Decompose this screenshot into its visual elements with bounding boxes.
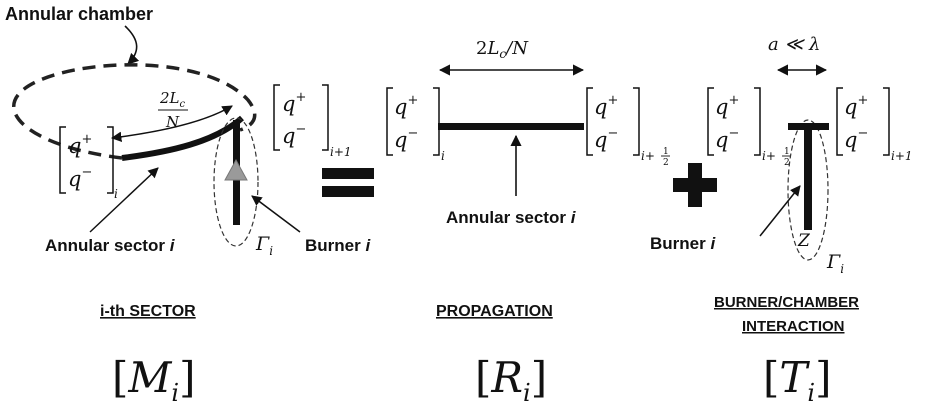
burner-right-head [788, 123, 829, 130]
svg-text:i+: i+ [762, 149, 776, 163]
svg-text:q+: q+ [68, 132, 92, 158]
burner-label-left: Burner i [305, 236, 371, 255]
equals-sign [322, 168, 374, 197]
svg-text:i: i [441, 149, 445, 163]
annular-chamber-label: Annular chamber [5, 4, 153, 24]
svg-text:i+1: i+1 [330, 145, 352, 159]
burner-right-stem [804, 128, 812, 230]
burner-left-flame-icon [224, 158, 248, 181]
heading-interaction-line1: BURNER/CHAMBER [714, 294, 859, 311]
svg-text:q−: q− [394, 126, 418, 152]
svg-text:i: i [114, 187, 118, 201]
sector-length-numerator: 2Lc [159, 89, 186, 110]
annular-sector-arc [121, 115, 244, 161]
svg-text:1: 1 [784, 147, 790, 157]
impedance-z: Z [797, 231, 811, 251]
sector-length-denominator: N [165, 113, 180, 131]
panel-sector: Annular chamber 2Lc N Γi q+ q− i q+ q− [5, 4, 371, 407]
matrix-t-i: [Ti] [763, 353, 831, 407]
propagation-length-label: 2Lc/N [476, 38, 529, 61]
vector-q-i-half-mid: q+ q− i+ 1 2 [586, 87, 670, 168]
burner-pointer-arrow-left [251, 195, 301, 233]
gamma-right: Γi [826, 251, 844, 276]
svg-text:q−: q− [68, 165, 92, 191]
svg-text:q+: q+ [715, 93, 739, 119]
chamber-pointer-arrow [124, 25, 140, 65]
heading-sector: i-th SECTOR [100, 303, 196, 320]
heading-propagation: PROPAGATION [436, 303, 553, 320]
compactness-label: a ≪ λ [768, 34, 820, 55]
heading-interaction-line2: INTERACTION [742, 318, 845, 335]
annular-chamber-dashed-outline [12, 63, 257, 160]
sector-length-arrow [110, 105, 233, 143]
svg-text:q+: q+ [844, 93, 868, 119]
matrix-m-i: [Mi] [112, 353, 195, 407]
svg-text:1: 1 [663, 147, 669, 157]
burner-label-right: Burner i [650, 234, 716, 253]
panel-interaction: a ≪ λ q+ q− i+ 1 2 Z Γi q+ q− i+1 Burner… [650, 34, 913, 407]
svg-text:q+: q+ [594, 93, 618, 119]
svg-text:i+: i+ [641, 149, 655, 163]
plus-sign [673, 163, 717, 207]
svg-text:2: 2 [663, 158, 669, 168]
sector-pointer-arrow [89, 167, 159, 233]
vector-q-i-mid: q+ q− i [386, 87, 445, 163]
svg-text:q−: q− [594, 126, 618, 152]
annular-sector-label-left: Annular sector i [45, 236, 176, 255]
annular-sector-label-mid: Annular sector i [446, 208, 577, 227]
vector-q-i-half-right: q+ q− i+ 1 2 [707, 87, 791, 168]
svg-text:q+: q+ [394, 93, 418, 119]
burner-pointer-arrow-right [759, 185, 801, 237]
propagation-sector-bar [438, 123, 584, 130]
burner-control-surface-left [213, 117, 259, 247]
svg-text:i+1: i+1 [891, 149, 913, 163]
vector-q-i-plus-1-right: q+ q− i+1 [836, 87, 913, 163]
svg-text:2: 2 [784, 158, 790, 168]
matrix-r-i: [Ri] [475, 353, 547, 407]
svg-text:q+: q+ [282, 90, 306, 116]
gamma-left: Γi [255, 233, 273, 258]
vector-q-i-plus-1-left: q+ q− i+1 [273, 84, 352, 159]
vector-q-i-left: q+ q− i [59, 126, 118, 201]
panel-propagation: 2Lc/N q+ q− i q+ q− i+ 1 2 Annular secto… [386, 38, 670, 407]
svg-text:q−: q− [715, 126, 739, 152]
svg-text:q−: q− [282, 122, 306, 148]
svg-text:q−: q− [844, 126, 868, 152]
burner-control-surface-right [787, 119, 829, 261]
